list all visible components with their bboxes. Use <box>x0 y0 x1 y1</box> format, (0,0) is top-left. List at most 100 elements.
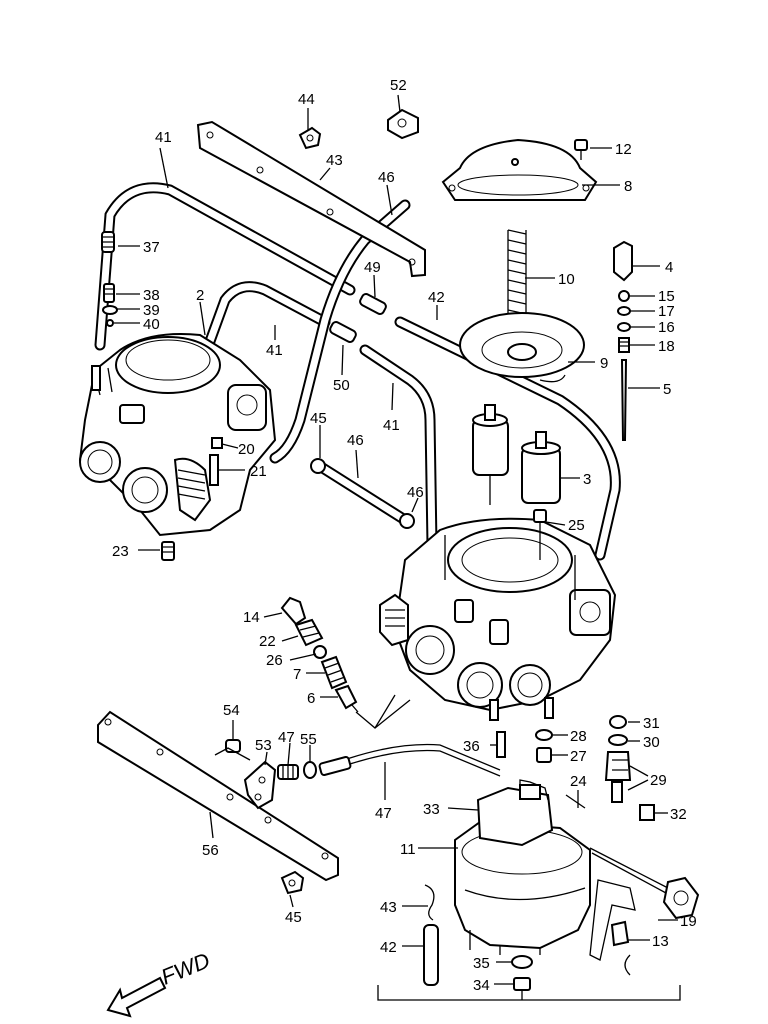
callout-15: 15 <box>658 288 675 305</box>
callout-28: 28 <box>570 728 587 745</box>
callout-46-top: 44 <box>298 91 315 108</box>
tube-43 <box>423 924 439 986</box>
spring-7 <box>320 655 348 690</box>
callout-18: 18 <box>658 338 675 355</box>
callout-37: 37 <box>143 239 160 256</box>
callout-12: 12 <box>615 141 632 158</box>
callout-42-right: 42 <box>428 289 445 306</box>
washer-28 <box>535 729 553 741</box>
callout-11: 11 <box>400 841 416 858</box>
cable-51 <box>318 743 669 894</box>
callout-52-lower: 50 <box>333 377 350 394</box>
washer-55 <box>303 761 317 779</box>
callout-53: 53 <box>255 737 272 754</box>
callout-24: 24 <box>570 773 587 790</box>
top-cap-8 <box>441 138 598 201</box>
washer-16 <box>617 322 631 332</box>
callout-46-bottom: 45 <box>285 909 302 926</box>
screw-32 <box>639 804 655 821</box>
callout-39: 39 <box>143 302 160 319</box>
spring-50 <box>277 764 299 780</box>
callout-6: 6 <box>307 690 315 707</box>
rail-56 <box>97 710 339 882</box>
callout-10: 10 <box>558 271 575 288</box>
callout-47-lower: 46 <box>407 484 424 501</box>
callout-labels: 52 44 41 43 46 12 8 37 10 4 49 38 2 42 1… <box>112 77 697 994</box>
callout-56: 56 <box>202 842 219 859</box>
screw-25 <box>533 509 547 560</box>
spring-18 <box>618 337 630 353</box>
callout-25: 25 <box>568 517 585 534</box>
callout-26: 26 <box>266 652 283 669</box>
callout-34: 34 <box>473 977 490 994</box>
screw-12 <box>574 139 588 160</box>
washer-35 <box>511 955 533 969</box>
callout-54: 54 <box>223 702 240 719</box>
hose-49 <box>269 199 411 464</box>
ring-30 <box>608 734 628 746</box>
hose-42-left <box>94 182 356 351</box>
callout-2: 2 <box>196 287 204 304</box>
callout-48: 46 <box>347 432 364 449</box>
fwd-label: FWD <box>158 948 214 990</box>
callout-29: 29 <box>650 772 667 789</box>
screw-6 <box>334 684 359 713</box>
valve-29 <box>604 751 632 803</box>
screw-22 <box>294 618 324 647</box>
hose-41-upper <box>179 281 331 416</box>
callout-21: 21 <box>250 463 267 480</box>
carburetor-body-left <box>78 333 277 537</box>
callout-7: 7 <box>293 666 301 683</box>
clip-15 <box>618 290 630 302</box>
spring-38 <box>103 283 115 303</box>
fwd-arrow: FWD <box>106 948 214 1018</box>
piston-3-b <box>521 431 561 504</box>
group-bracket <box>377 985 681 1001</box>
callout-38: 38 <box>143 287 160 304</box>
callout-17: 17 <box>658 303 675 320</box>
piston-3-a <box>472 404 509 505</box>
bolt-46-top <box>298 126 322 150</box>
needle-holder-4 <box>613 240 633 282</box>
callout-22: 22 <box>259 633 276 650</box>
screw-20 <box>211 437 223 449</box>
diaphragm-9 <box>459 312 585 383</box>
callout-47-upper: 45 <box>310 410 327 427</box>
callout-23: 23 <box>112 543 129 560</box>
callout-57: 52 <box>390 77 407 94</box>
knob-14 <box>280 596 307 626</box>
carburetor-body-right <box>379 517 617 721</box>
callout-52-upper: 49 <box>364 259 381 276</box>
screw-21 <box>209 454 219 486</box>
callout-30: 30 <box>643 734 660 751</box>
nut-27 <box>536 747 552 763</box>
bolt-46-bottom <box>280 870 305 895</box>
callout-42-left: 41 <box>155 129 172 146</box>
joint-52-a <box>359 293 387 315</box>
callout-33: 33 <box>423 801 440 818</box>
callout-14: 14 <box>243 609 260 626</box>
callout-4: 4 <box>665 259 673 276</box>
joint-52-b <box>329 321 357 343</box>
screw-36 <box>496 731 506 758</box>
screw-23 <box>161 541 175 561</box>
washer-39 <box>102 305 118 315</box>
callout-41-lower: 41 <box>383 417 400 434</box>
callout-40: 40 <box>143 316 160 333</box>
clip-47-a <box>310 458 326 474</box>
callout-49: 46 <box>378 169 395 186</box>
clip-47-b <box>399 513 415 529</box>
callout-50: 47 <box>278 729 295 746</box>
callout-32: 32 <box>670 806 687 823</box>
cover-33 <box>476 779 554 847</box>
callout-27: 27 <box>570 748 587 765</box>
hose-42-right <box>394 316 621 561</box>
needle-5 <box>620 359 628 441</box>
cable-end-19 <box>662 876 700 920</box>
callout-36: 36 <box>463 738 480 755</box>
callout-51: 47 <box>375 805 392 822</box>
screw-54 <box>214 739 251 761</box>
callout-19: 19 <box>680 913 697 930</box>
washer-17 <box>617 306 631 316</box>
